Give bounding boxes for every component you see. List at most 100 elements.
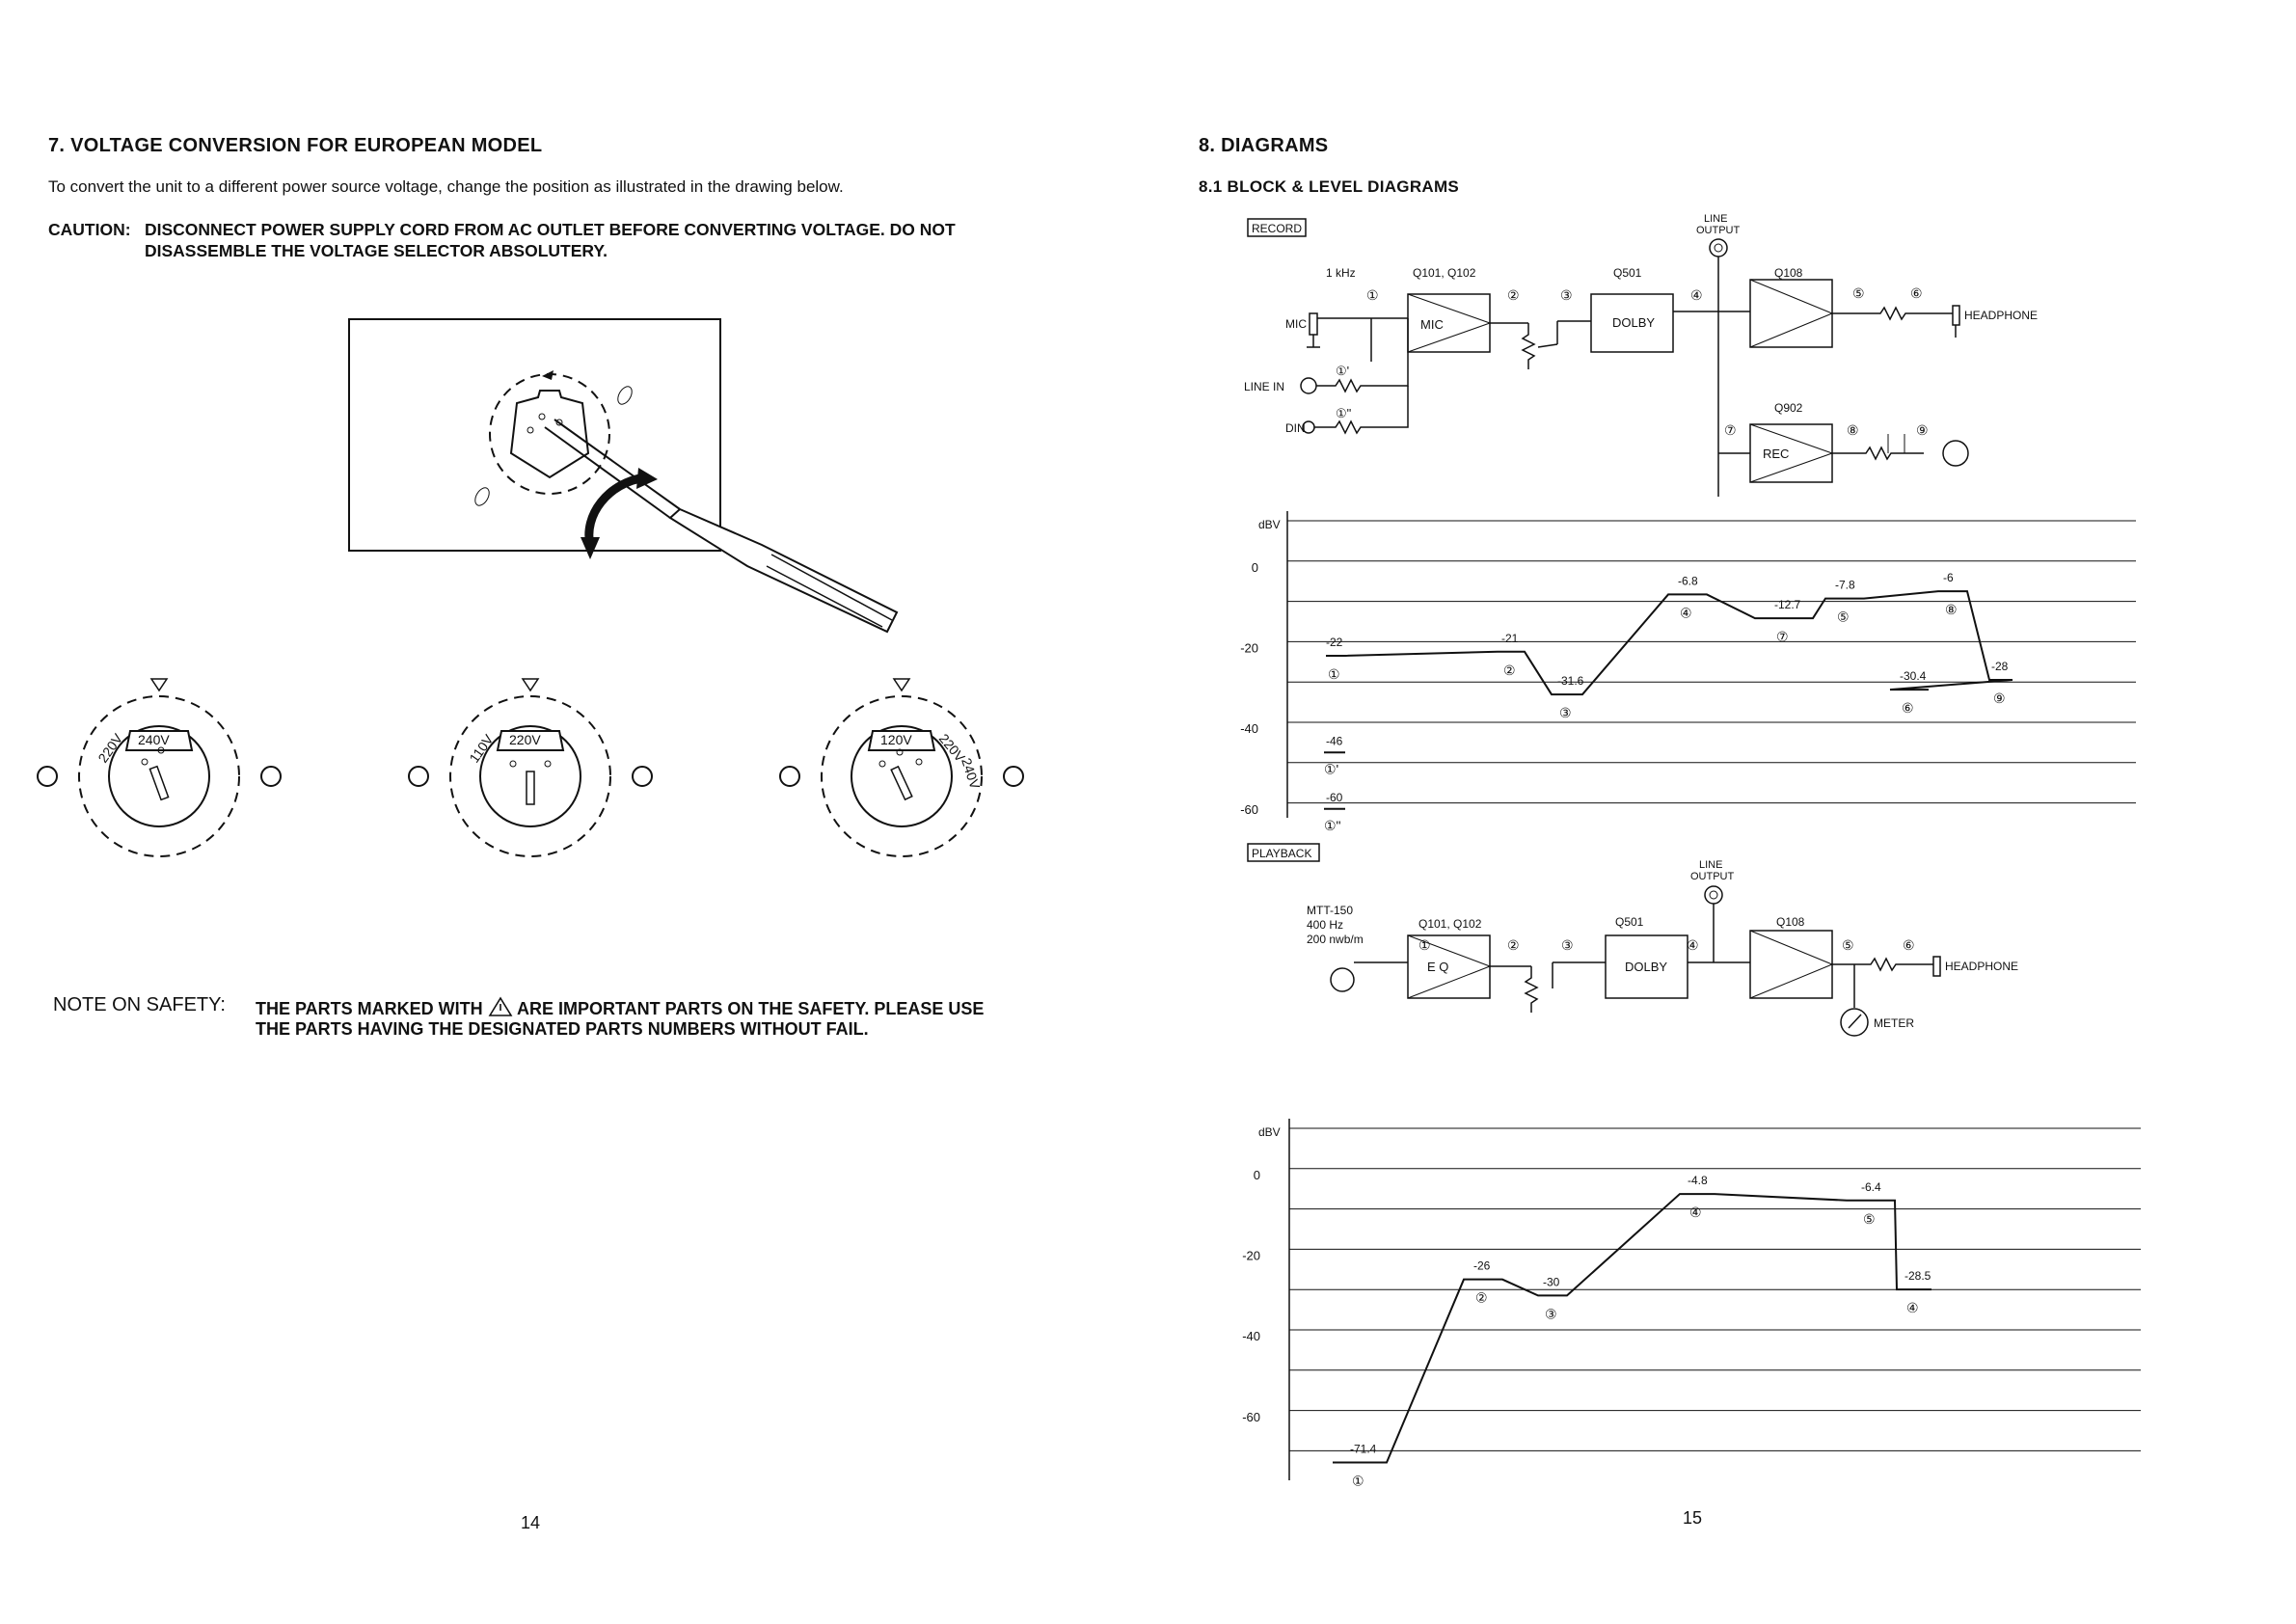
- rec-ytick: -20: [1240, 641, 1258, 656]
- rec-din-label: DIN: [1285, 421, 1306, 435]
- pb-ytick: 0: [1254, 1168, 1260, 1182]
- rec-value-label: -30.4: [1900, 669, 1927, 683]
- rec-q902: Q902: [1774, 401, 1803, 415]
- pb-block-eq: E Q: [1427, 960, 1448, 974]
- pb-point-label: ③: [1545, 1306, 1557, 1321]
- rec-pt-9: ⑨: [1916, 422, 1929, 438]
- rec-value-label: -28: [1991, 660, 2009, 673]
- caution-label: CAUTION:: [48, 220, 131, 239]
- selector3-label-120: 120V: [880, 732, 912, 747]
- rec-ytick: -40: [1240, 721, 1258, 736]
- rec-headphone: HEADPHONE: [1964, 309, 2038, 322]
- safety-label: NOTE ON SAFETY:: [53, 994, 226, 1015]
- playback-block-diagram: PLAYBACK LINE OUTPUT MTT-150 400 Hz 200 …: [1247, 843, 2018, 1037]
- page-number-left: 14: [521, 1513, 541, 1532]
- rec-block-dolby: DOLBY: [1612, 315, 1655, 330]
- pb-pt-3: ③: [1561, 937, 1574, 953]
- rec-block-rec: REC: [1763, 447, 1789, 461]
- pb-meter: METER: [1874, 1016, 1914, 1030]
- safety-line1: THE PARTS MARKED WITH ARE IMPORTANT PART…: [256, 996, 984, 1020]
- pb-point-label: ⑤: [1863, 1211, 1876, 1227]
- rec-pt-6: ⑥: [1910, 285, 1923, 301]
- rec-annotation-point: ①": [1324, 818, 1341, 833]
- selector2-label-220: 220V: [509, 732, 541, 747]
- pb-pt-2: ②: [1507, 937, 1520, 953]
- page-number-right: 15: [1683, 1508, 1703, 1528]
- pb-source-1: MTT-150: [1307, 904, 1353, 917]
- pb-pt-4: ④: [1687, 937, 1699, 953]
- pb-point-label: ②: [1475, 1290, 1488, 1306]
- pb-headphone: HEADPHONE: [1945, 960, 2018, 973]
- pb-value-label: -28.5: [1904, 1269, 1931, 1283]
- voltage-selector-110-220: 220V 110V: [408, 678, 653, 857]
- playback-tag: PLAYBACK: [1252, 847, 1311, 860]
- rec-annotation-point: ①': [1324, 761, 1338, 776]
- rec-pt-1: ①: [1366, 287, 1379, 303]
- pb-value-label: -4.8: [1688, 1174, 1708, 1187]
- rec-point-label: ⑥: [1902, 700, 1914, 716]
- selector1-label-240: 240V: [138, 732, 170, 747]
- meter-icon: [1840, 1008, 1869, 1037]
- rec-value-label: -12.7: [1774, 598, 1801, 611]
- pb-q108: Q108: [1776, 915, 1805, 929]
- rec-mic-label: MIC: [1285, 317, 1307, 331]
- rec-pt-1b: ①": [1336, 406, 1352, 420]
- caution-line2: DISASSEMBLE THE VOLTAGE SELECTOR ABSOLUT…: [145, 241, 608, 260]
- pb-source-2: 400 Hz: [1307, 918, 1343, 932]
- rec-point-label: ③: [1559, 705, 1572, 720]
- rec-annotation-value: -60: [1326, 791, 1343, 804]
- rec-ytick: -60: [1240, 802, 1258, 817]
- pb-ytick: -60: [1242, 1410, 1260, 1424]
- record-level-chart: dBV 0-20-40-60 -22①-21②-31.6③-6.8④-12.7⑦…: [1240, 511, 2136, 833]
- record-block-diagram: RECORD LINE OUTPUT 1 kHz Q101, Q102 Q501…: [1244, 213, 2038, 497]
- pb-point-label: ④: [1689, 1204, 1702, 1220]
- rec-q108: Q108: [1774, 266, 1803, 280]
- rec-pt-1a: ①': [1336, 364, 1349, 378]
- voltage-selector-220-240: 240V 220V: [37, 678, 282, 857]
- rec-value-label: -22: [1326, 636, 1343, 649]
- rec-value-label: -6.8: [1678, 574, 1698, 587]
- rec-pt-3: ③: [1560, 287, 1573, 303]
- rec-chart-ylabel: dBV: [1258, 518, 1281, 531]
- pb-value-label: -26: [1473, 1259, 1491, 1273]
- record-tag: RECORD: [1252, 222, 1302, 235]
- rec-line-output-2: OUTPUT: [1696, 225, 1741, 236]
- section7-heading: 7. VOLTAGE CONVERSION FOR EUROPEAN MODEL: [48, 135, 543, 156]
- pb-pt-6: ⑥: [1903, 937, 1915, 953]
- screwdriver-illustration: [348, 318, 899, 634]
- pb-line-output-2: OUTPUT: [1690, 871, 1735, 882]
- rec-point-label: ⑧: [1945, 602, 1958, 617]
- rec-point-label: ⑨: [1993, 690, 2006, 706]
- safety-line1-a: THE PARTS MARKED WITH: [256, 999, 483, 1018]
- rec-annotation-value: -46: [1326, 734, 1343, 747]
- rec-value-label: -21: [1501, 632, 1519, 645]
- safety-line2: THE PARTS HAVING THE DESIGNATED PARTS NU…: [256, 1019, 869, 1039]
- pb-pt-1: ①: [1418, 937, 1431, 953]
- warning-triangle-icon: [488, 996, 513, 1016]
- rec-q501: Q501: [1613, 266, 1642, 280]
- pb-q501: Q501: [1615, 915, 1644, 929]
- voltage-selector-120-220-240: 120V 220V 240V: [779, 678, 1024, 857]
- rec-point-label: ⑤: [1837, 609, 1850, 625]
- pb-point-label: ①: [1352, 1473, 1364, 1488]
- rec-block-mic: MIC: [1420, 317, 1444, 332]
- selector3-label-240: 240V: [959, 756, 984, 792]
- rec-point-label: ④: [1680, 605, 1692, 620]
- rec-value-label: -31.6: [1557, 674, 1584, 688]
- rec-linein-label: LINE IN: [1244, 380, 1284, 393]
- playback-level-chart: dBV 0-20-40-60 -71.4①-26②-30③-4.8④-6.4⑤-…: [1242, 1119, 2141, 1488]
- pb-point-label: ④: [1906, 1300, 1919, 1315]
- rec-pt-2: ②: [1507, 287, 1520, 303]
- pb-value-label: -30: [1543, 1275, 1560, 1288]
- pb-chart-ylabel: dBV: [1258, 1125, 1281, 1139]
- section8-heading: 8. DIAGRAMS: [1199, 135, 1329, 156]
- pb-q101: Q101, Q102: [1418, 917, 1482, 931]
- section81-heading: 8.1 BLOCK & LEVEL DIAGRAMS: [1199, 177, 1460, 196]
- pb-block-dolby: DOLBY: [1625, 960, 1667, 974]
- rec-line-output-1: LINE: [1704, 213, 1727, 225]
- caution-line1: DISCONNECT POWER SUPPLY CORD FROM AC OUT…: [145, 220, 956, 239]
- rec-pt-4: ④: [1690, 287, 1703, 303]
- rec-point-label: ②: [1503, 663, 1516, 678]
- rec-pt-8: ⑧: [1847, 422, 1859, 438]
- pb-line-output-1: LINE: [1699, 859, 1722, 871]
